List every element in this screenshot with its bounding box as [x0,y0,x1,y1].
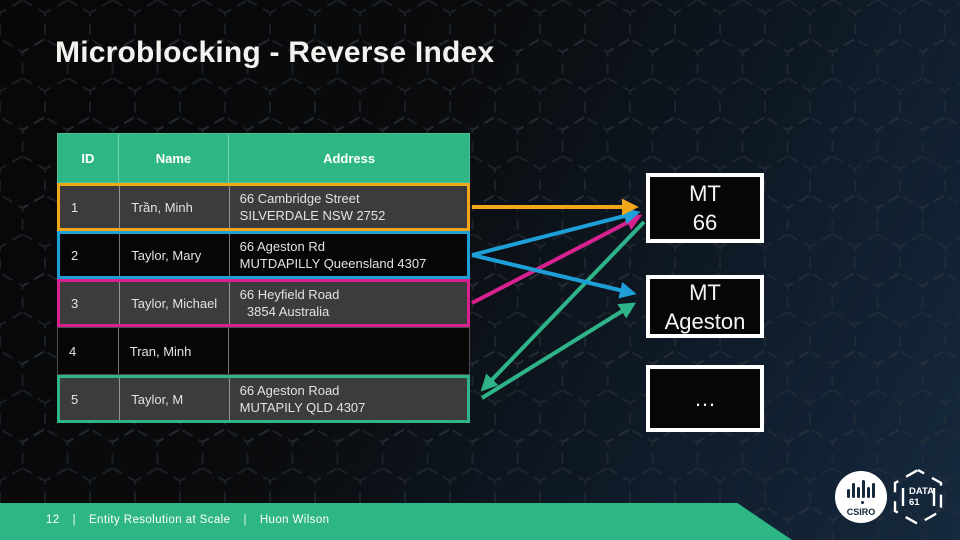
header-cell-address: Address [228,134,469,182]
svg-text:DATA: DATA [909,486,934,497]
block-ellipsis: … [646,365,764,432]
block-label-line2: 66 [692,210,718,235]
block-label-line2: Ageston [664,308,746,334]
block-label-line1: MT [689,181,721,206]
row-address-cell [228,328,469,374]
block-mt-ageston: MT Ageston [646,275,764,338]
svg-text:CSIRO: CSIRO [847,507,876,517]
row-name-cell: Tran, Minh [117,328,228,374]
row-address-cell: 66 Cambridge Street SILVERDALE NSW 2752 [228,186,467,228]
arrow-row3-to-mt66 [471,214,643,305]
row-id-cell: 1 [71,199,79,215]
table-row-1: 1 Trần, Minh 66 Cambridge Street SILVERD… [57,183,470,231]
arrow-row5-to-mt-ageston [480,302,637,400]
row-id-cell: 3 [71,295,79,311]
row-name-cell: Trần, Minh [119,186,228,228]
arrow-row2-to-mt-ageston [471,253,637,299]
table-row-3: 3 Taylor, Michael 66 Heyfield Road 3854 … [57,279,470,327]
row-name-cell: Taylor, Mary [119,234,228,276]
arrow-row2-to-mt66 [471,207,641,257]
row-id-cell: 5 [71,391,79,407]
page-number: 12 [46,514,60,526]
header-cell-name: Name [117,134,228,182]
table-row-2: 2 Taylor, Mary 66 Ageston Rd MUTDAPILLY … [57,231,470,279]
record-table: ID Name Address 1 Trần, Minh 66 Cambridg… [57,133,470,423]
row-address-cell: 66 Ageston Road MUTAPILY QLD 4307 [228,378,467,420]
row-id-cell: 2 [71,247,79,263]
footer-title: Entity Resolution at Scale [88,514,231,526]
row-address-cell: 66 Ageston Rd MUTDAPILLY Queensland 4307 [228,234,467,276]
table-row-4: 4 Tran, Minh [57,327,470,375]
table-header-row: ID Name Address [57,133,470,183]
footer-text: 12 | Entity Resolution at Scale | Huon W… [46,514,329,526]
slide-title: Microblocking - Reverse Index [55,36,495,69]
svg-text:61: 61 [909,497,920,508]
footer-separator: | [72,514,76,526]
arrow-mt66-to-row5 [480,220,646,392]
footer-bar [0,503,792,540]
row-name-cell: Taylor, M [119,378,228,420]
row-id-cell: 4 [69,343,77,359]
table-row-5: 5 Taylor, M 66 Ageston Road MUTAPILY QLD… [57,375,470,423]
csiro-logo: CSIRO [835,471,887,523]
header-cell-id: ID [81,150,95,166]
block-label-line1: … [694,386,716,411]
logo-group: CSIRO DATA 61 [835,468,943,526]
block-label-line1: MT [689,279,721,305]
row-name-cell: Taylor, Michael [119,282,228,324]
row-address-cell: 66 Heyfield Road 3854 Australia [228,282,467,324]
data61-logo: DATA 61 [893,468,943,526]
footer-author: Huon Wilson [259,514,330,526]
block-mt-66: MT 66 [646,173,764,243]
footer-separator: | [243,514,247,526]
